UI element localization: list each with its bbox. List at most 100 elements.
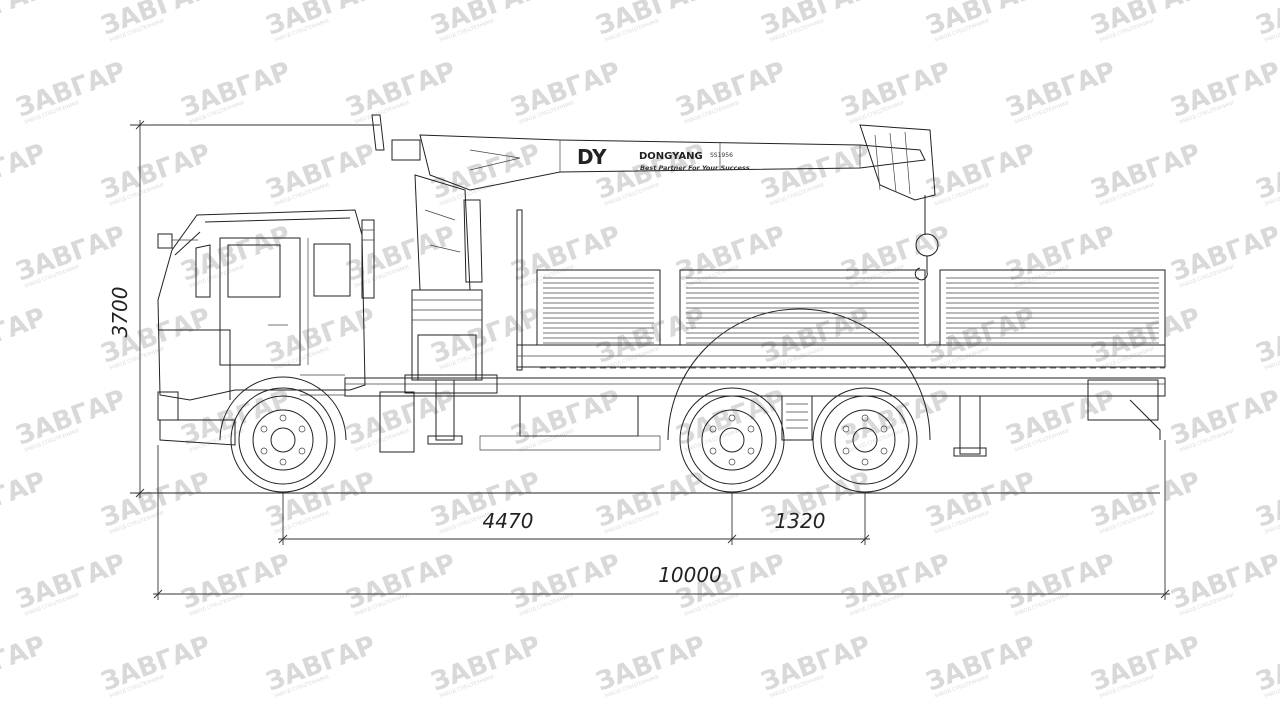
watermark-text: ЗАВГАР — [922, 466, 1040, 533]
watermark-text: ЗАВГАР — [1252, 138, 1280, 205]
height-dimension-label: 3700 — [108, 287, 132, 338]
watermark-text: ЗАВГАР — [177, 220, 295, 287]
watermark-text: ЗАВГАР — [507, 220, 625, 287]
watermark-text: ЗАВГАР — [592, 630, 710, 697]
watermark-text: ЗАВГАР — [507, 56, 625, 123]
watermark-text: ЗАВГАР — [507, 548, 625, 615]
watermark-text: ЗАВГАР — [427, 630, 545, 697]
watermark-text: ЗАВГАР — [1002, 548, 1120, 615]
rear-outrigger — [960, 396, 980, 454]
watermark-text: ЗАВГАР — [12, 220, 130, 287]
watermark-text: ЗАВГАР — [507, 384, 625, 451]
watermark-text: ЗАВГАР — [1167, 56, 1280, 123]
wheelbase-rear-label: 1320 — [775, 509, 826, 533]
watermark-text: ЗАВГАР — [1167, 220, 1280, 287]
watermark-text: ЗАВГАР — [427, 302, 545, 369]
watermark-text: ЗАВГАР — [837, 384, 955, 451]
watermark-text: ЗАВГАР — [427, 138, 545, 205]
watermark-text: ЗАВГАР — [0, 0, 50, 42]
watermark-text: ЗАВГАР — [1167, 384, 1280, 451]
watermark-text: ЗАВГАР — [1087, 466, 1205, 533]
watermark-text: ЗАВГАР — [0, 138, 50, 205]
watermark-text: ЗАВГАР — [262, 302, 380, 369]
cab-rear-window — [314, 244, 350, 296]
wheelbase-front-label: 4470 — [483, 509, 534, 533]
watermark-text: ЗАВГАР — [1167, 548, 1280, 615]
side-mirror — [158, 234, 172, 248]
watermark-text: ЗАВГАР — [837, 56, 955, 123]
watermark-text: ЗАВГАР — [97, 466, 215, 533]
rear-suspension — [782, 396, 812, 440]
watermark-text: ЗАВГАР — [757, 630, 875, 697]
watermark-text: ЗАВГАР — [177, 56, 295, 123]
watermark-text: ЗАВГАР — [262, 466, 380, 533]
watermark-text: ЗАВГАР — [177, 548, 295, 615]
watermark-text: ЗАВГАР — [592, 466, 710, 533]
crane-model: SS1956 — [710, 152, 733, 159]
crane-logo: DY — [577, 145, 607, 169]
watermark-text: ЗАВГАР — [342, 548, 460, 615]
watermark-text: ЗАВГАР — [837, 548, 955, 615]
watermark-text: ЗАВГАР — [1252, 630, 1280, 697]
watermark-text: ЗАВГАР — [0, 630, 50, 697]
watermark-text: ЗАВГАР — [342, 56, 460, 123]
watermark-text: ЗАВГАР — [1252, 466, 1280, 533]
control-lever — [372, 115, 384, 150]
watermark-text: ЗАВГАР — [262, 630, 380, 697]
watermark-text: ЗАВГАР — [342, 384, 460, 451]
watermark-text: ЗАВГАР — [672, 220, 790, 287]
watermark-text: ЗАВГАР — [672, 56, 790, 123]
watermark-text: ЗАВГАР — [837, 220, 955, 287]
watermark-text: ЗАВГАР — [922, 138, 1040, 205]
